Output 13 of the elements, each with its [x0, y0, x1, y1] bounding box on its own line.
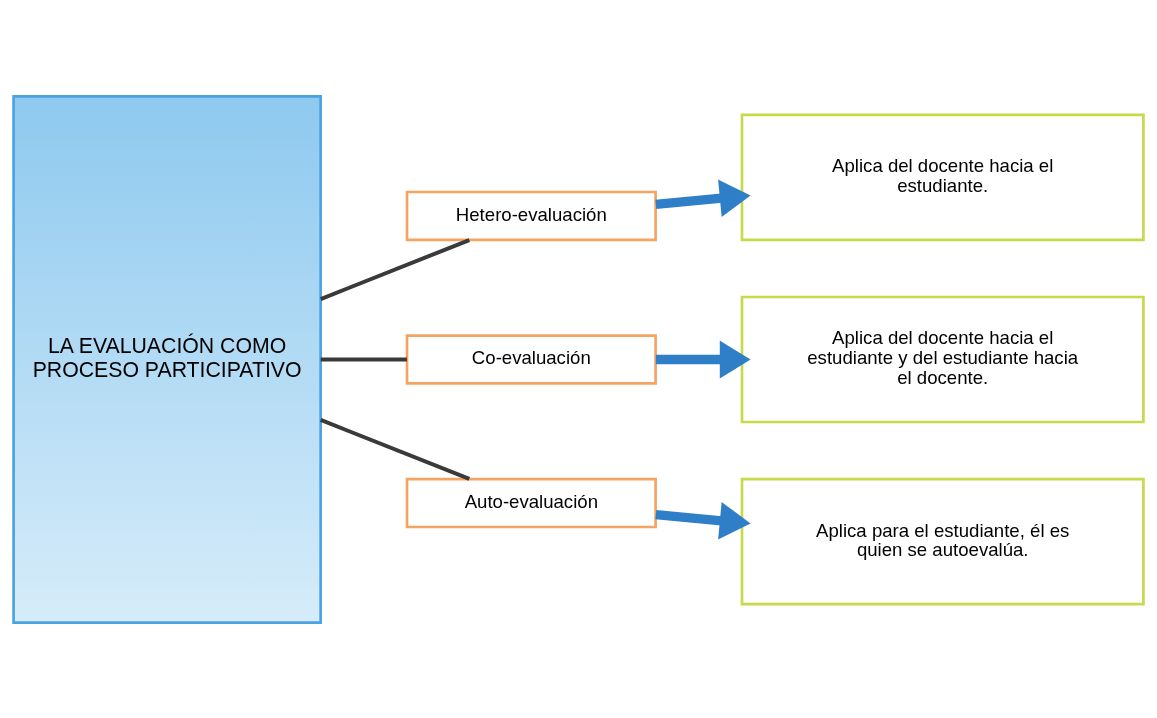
arrow [655, 501, 751, 540]
node-box: Hetero-evaluación [405, 190, 657, 241]
node-box: LA EVALUACIÓN COMO PROCESO PARTICIPATIVO [12, 94, 322, 624]
connector [319, 237, 471, 301]
connector [320, 357, 407, 361]
node-box: Auto-evaluación [405, 477, 657, 528]
node-box: Co-evaluación [405, 333, 657, 385]
node-box: Aplica para el estudiante, él es quien se autoevalúa. [740, 477, 1145, 605]
node-box: Aplica del docente hacia el estudiante. [740, 113, 1145, 241]
arrow [655, 340, 751, 378]
arrow [655, 178, 751, 217]
connector [319, 417, 471, 481]
node-box: Aplica del docente hacia el estudiante y del estudiante hacia el docente. [740, 295, 1145, 423]
